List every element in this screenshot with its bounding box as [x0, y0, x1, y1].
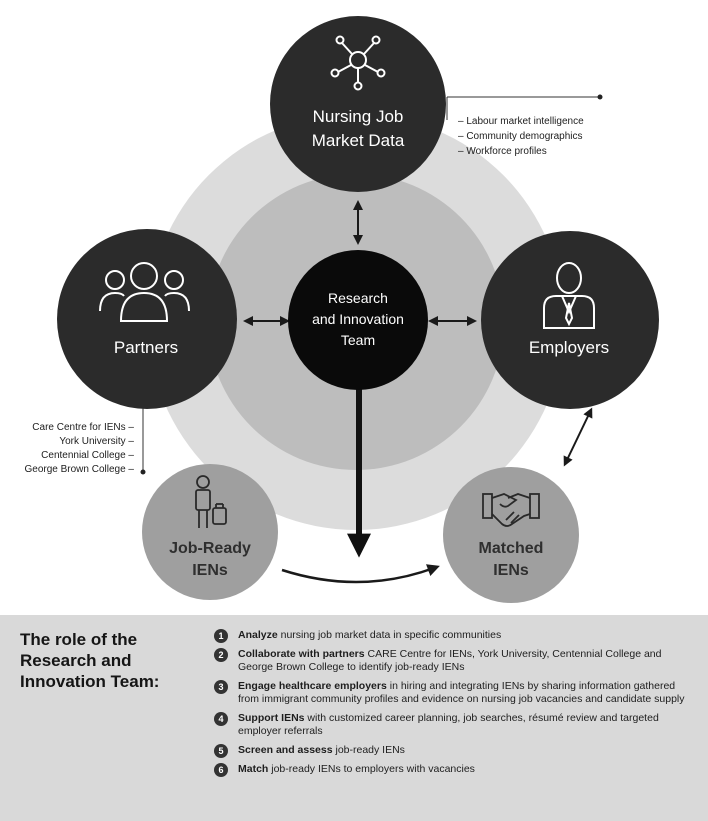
role-panel: The role of the Research and Innovation … — [0, 615, 708, 821]
matched-title-2: IENs — [493, 562, 529, 579]
market-data-node: Nursing Job Market Data — [270, 16, 446, 192]
arrow-jobready-matched — [281, 564, 440, 584]
partners-node: Partners — [57, 229, 237, 409]
job-ready-title-2: IENs — [192, 562, 228, 579]
role-item-bold: Support IENs — [238, 712, 305, 724]
role-item-bold: Analyze — [238, 629, 278, 641]
market-data-title-2: Market Data — [312, 131, 405, 150]
market-data-title-1: Nursing Job — [313, 107, 404, 126]
center-title-3: Team — [341, 332, 375, 348]
partner-item: Care Centre for IENs – — [32, 422, 134, 433]
step-number-badge: 1 — [214, 629, 228, 643]
market-data-item: – Workforce profiles — [458, 146, 547, 157]
market-data-item: – Community demographics — [458, 131, 583, 142]
partners-callout-dot — [140, 469, 146, 475]
role-item-bold: Screen and assess — [238, 744, 333, 756]
matched-title-1: Matched — [479, 540, 544, 557]
step-number-badge: 4 — [214, 712, 228, 726]
matched-node: Matched IENs — [443, 467, 579, 603]
center-node: Research and Innovation Team — [288, 250, 428, 390]
market-data-list: – Labour market intelligence – Community… — [458, 116, 584, 157]
ecosystem-diagram: Nursing Job Market Data Partners Employe… — [24, 16, 659, 603]
arrow-employers-matched — [563, 407, 593, 467]
businessperson-icon — [543, 262, 595, 329]
center-title-2: and Innovation — [312, 311, 404, 327]
partners-title: Partners — [114, 338, 178, 357]
role-item: 6 Match job-ready IENs to employers with… — [214, 763, 694, 777]
role-item: 1 Analyze nursing job market data in spe… — [214, 629, 694, 643]
role-item-bold: Engage healthcare employers — [238, 680, 387, 692]
role-item-bold: Collaborate with partners — [238, 648, 365, 660]
people-group-icon — [99, 262, 190, 322]
role-item-text: job-ready IENs to employers with vacanci… — [268, 763, 475, 775]
role-item-text: in hiring and integrating IENs by sharin… — [238, 680, 685, 705]
handshake-icon — [482, 493, 540, 527]
network-icon — [330, 35, 386, 91]
role-item: 2 Collaborate with partners CARE Centre … — [214, 648, 694, 674]
role-item: 3 Engage healthcare employers in hiring … — [214, 680, 694, 706]
step-number-badge: 3 — [214, 680, 228, 694]
partner-item: York University – — [59, 436, 134, 447]
job-ready-title-1: Job-Ready — [169, 540, 251, 557]
market-data-item: – Labour market intelligence — [458, 116, 584, 127]
role-item-bold: Match — [238, 763, 269, 775]
partner-item: George Brown College – — [24, 464, 134, 475]
center-title-1: Research — [328, 290, 388, 306]
employers-node: Employers — [481, 231, 659, 409]
traveler-luggage-icon — [195, 475, 227, 528]
market-data-callout-dot — [597, 94, 603, 100]
role-item-text: nursing job market data in specific comm… — [277, 629, 502, 641]
role-title: The role of the Research and Innovation … — [20, 630, 160, 691]
partner-item: Centennial College – — [41, 450, 134, 461]
role-item: 4 Support IENs with customized career pl… — [214, 712, 694, 738]
role-item-text: job-ready IENs — [332, 744, 405, 756]
job-ready-node: Job-Ready IENs — [142, 464, 278, 600]
role-item-text: CARE Centre for IENs, York University, C… — [238, 648, 662, 673]
role-list: 1 Analyze nursing job market data in spe… — [214, 629, 694, 782]
role-item-text: with customized career planning, job sea… — [238, 712, 659, 737]
partners-list: Care Centre for IENs – York University –… — [24, 422, 134, 475]
role-item: 5 Screen and assess job-ready IENs — [214, 744, 694, 758]
step-number-badge: 2 — [214, 648, 228, 662]
employers-title: Employers — [529, 338, 609, 357]
step-number-badge: 5 — [214, 744, 228, 758]
step-number-badge: 6 — [214, 763, 228, 777]
